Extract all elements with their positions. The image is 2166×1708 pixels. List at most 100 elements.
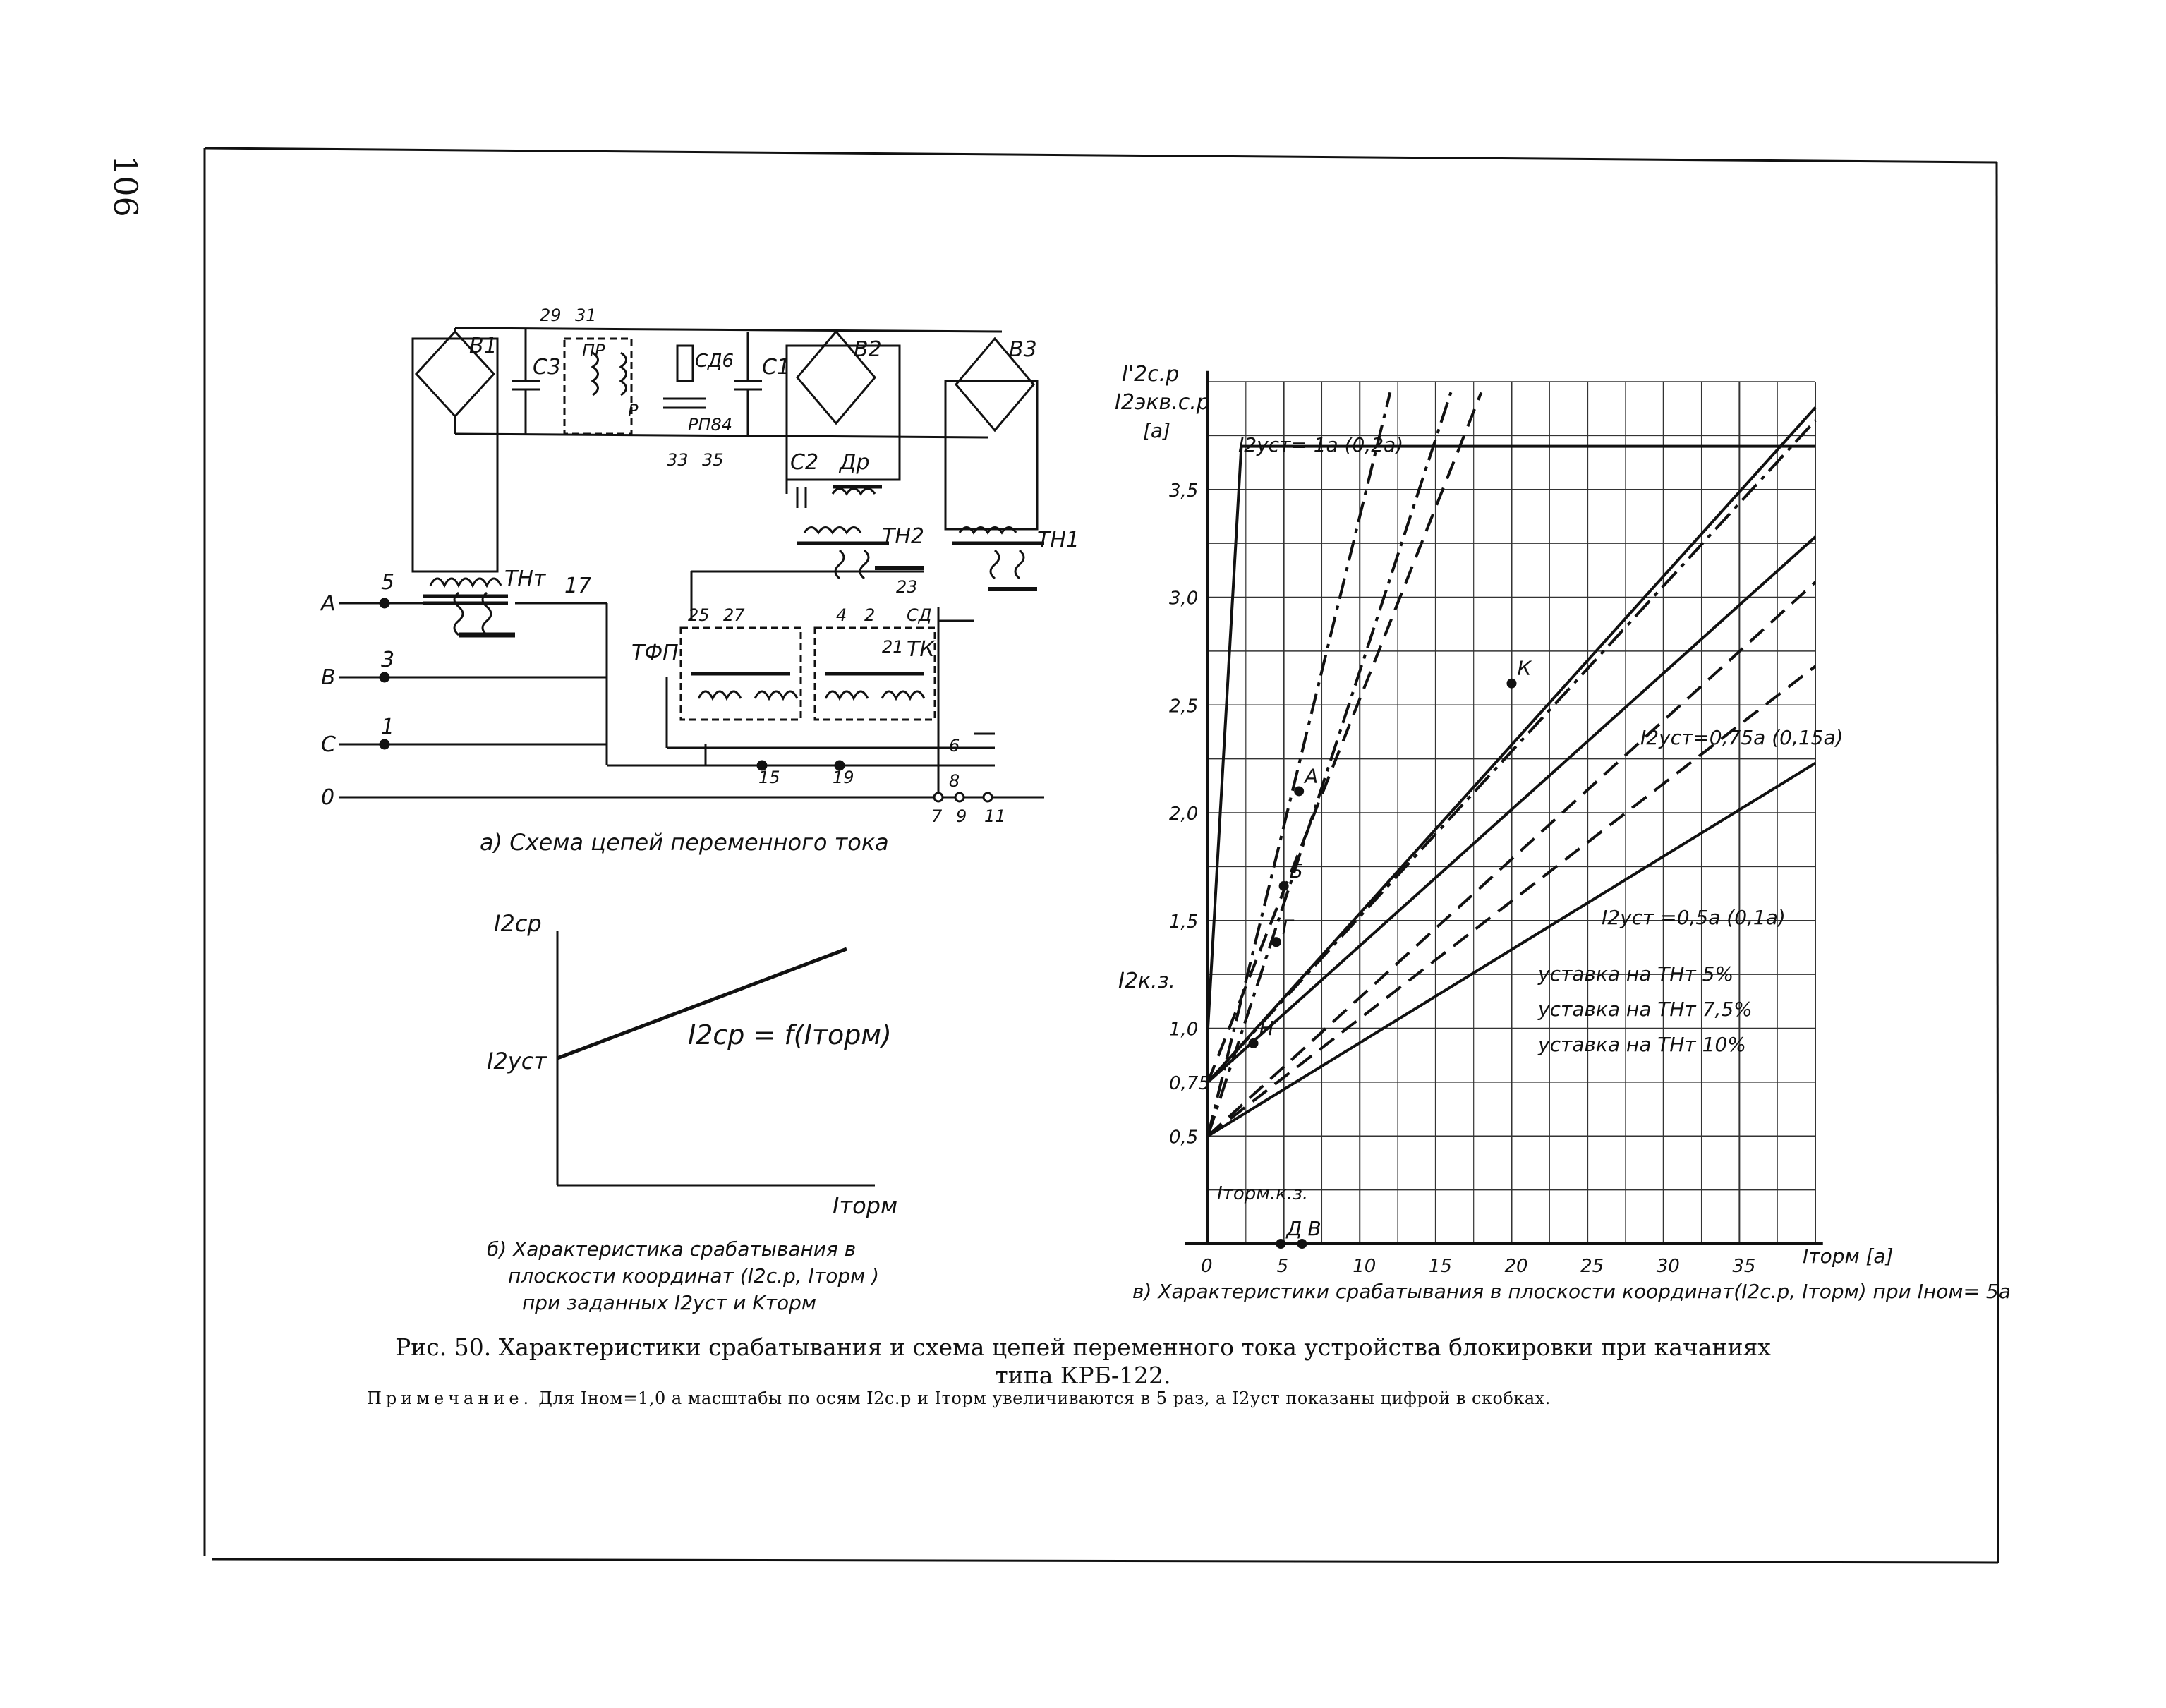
- annot-set-05: I2уст =0,5а (0,1а): [1602, 906, 1786, 929]
- data-point: [1248, 1038, 1259, 1048]
- chart-y-label-1: I'2с.р: [1122, 362, 1179, 387]
- label-n25: 25: [688, 605, 710, 625]
- x-tick-label: 35: [1732, 1256, 1755, 1277]
- label-n2: 2: [864, 605, 875, 625]
- label-b2: В2: [854, 337, 882, 362]
- x-tick-label: 10: [1353, 1256, 1376, 1277]
- y-tick-label: 3,5: [1169, 480, 1198, 502]
- label-rp: РП84: [688, 415, 732, 435]
- label-n6: 6: [949, 736, 960, 756]
- data-point-label: Г: [1282, 915, 1295, 938]
- note-text: Для Iном=1,0 а масштабы по осям I2с.р и …: [538, 1388, 1551, 1408]
- label-c3: С3: [533, 355, 561, 380]
- label-n35: 35: [702, 450, 724, 470]
- series-line: [1206, 761, 1817, 1138]
- label-n27: 27: [723, 605, 745, 625]
- label-n33: 33: [667, 450, 689, 470]
- panel-b-x-label: Iторм: [833, 1192, 897, 1219]
- panel-b-formula: I2ср = f(Iторм): [688, 1019, 892, 1050]
- schematic-a: [339, 327, 1044, 803]
- label-c1: С1: [762, 355, 790, 380]
- data-point: [1278, 880, 1289, 891]
- panel-b-labels: I2ср I2уст Iторм I2ср = f(Iторм) б) Хара…: [487, 910, 897, 1314]
- label-n9: 9: [956, 806, 967, 826]
- label-phase-b: В: [321, 665, 336, 690]
- figure-caption-line-1: Рис. 50. Характеристики срабатывания и с…: [395, 1333, 1771, 1361]
- series-line: [1206, 444, 1815, 1029]
- series-line: [1206, 406, 1817, 1084]
- data-point-label: К: [1518, 657, 1532, 680]
- chart-labels: I'2с.р I2экв.с.р [а] Iторм [а] в) Характ…: [1115, 362, 2011, 1303]
- x-tick-label: 25: [1580, 1256, 1604, 1277]
- series-line: [1206, 535, 1817, 1084]
- label-sd6: СД6: [695, 351, 734, 372]
- data-point-label: Д: [1285, 1217, 1302, 1240]
- y-tick-label: 1,0: [1169, 1019, 1198, 1041]
- x-tick-label: 30: [1657, 1256, 1680, 1277]
- label-n19: 19: [833, 768, 854, 787]
- chart-caption: в) Характеристики срабатывания в плоскос…: [1132, 1280, 2011, 1303]
- label-n15: 15: [758, 768, 780, 787]
- label-n8: 8: [949, 771, 960, 791]
- panel-a-caption: а) Схема цепей переменного тока: [480, 829, 889, 856]
- label-tn2: ТН2: [882, 524, 924, 549]
- schematic-a-labels: А В С 0 5 3 1 17 ТНт 29 31 33 35 В1 В2 В…: [320, 305, 1079, 826]
- data-point: [1271, 937, 1281, 947]
- series-line: [1206, 581, 1817, 1137]
- series-line: [1206, 392, 1453, 1137]
- label-sd: СД: [907, 605, 932, 625]
- figure-caption: Рис. 50. Характеристики срабатывания и с…: [395, 1333, 1771, 1390]
- chart-y-unit: [а]: [1143, 419, 1170, 442]
- label-phase-c: С: [321, 732, 336, 757]
- label-n29: 29: [540, 305, 562, 325]
- x-tick-label: 5: [1277, 1256, 1289, 1277]
- label-tfp: ТФП: [631, 641, 679, 665]
- chart-x-label: Iторм [а]: [1803, 1244, 1894, 1268]
- series-line: [1206, 392, 1483, 1083]
- data-point: [1297, 1239, 1307, 1249]
- chart-y-label-2: I2экв.с.р: [1115, 390, 1210, 415]
- annot-itorm-kz: Iторм.к.з.: [1217, 1183, 1308, 1204]
- figure-caption-line-2: типа КРБ-122.: [995, 1362, 1171, 1389]
- label-c2: С2: [790, 450, 818, 475]
- y-tick-label: 0,5: [1169, 1127, 1198, 1148]
- data-point-label: Б: [1290, 859, 1303, 883]
- y-tick-label: 2,5: [1169, 696, 1198, 717]
- panel-b-caption-1: б) Характеристика срабатывания в: [487, 1237, 856, 1261]
- y-tick-label: 2,0: [1169, 804, 1198, 825]
- label-tnt: ТНт: [504, 567, 547, 591]
- label-n1: 1: [381, 715, 394, 739]
- y-tick-label: 0,75: [1169, 1073, 1210, 1094]
- note-label: Примечание.: [367, 1388, 533, 1408]
- chart-series: [1206, 392, 1817, 1138]
- series-line: [1206, 665, 1817, 1137]
- label-n3: 3: [381, 648, 394, 672]
- panel-b-y-label: I2ср: [494, 910, 542, 937]
- y-tick-label: 1,5: [1169, 911, 1198, 933]
- annot-tn75: уставка на ТНт 7,5%: [1537, 998, 1753, 1021]
- data-point-label: В: [1307, 1217, 1321, 1240]
- data-point-label: А: [1303, 764, 1318, 787]
- annot-set-1a: I2уст= 1а (0,2а): [1238, 433, 1403, 456]
- panel-b-caption-3: при заданных I2уст и Kторм: [522, 1291, 816, 1314]
- label-b1: В1: [469, 334, 497, 358]
- figure-note: Примечание. Для Iном=1,0 а масштабы по о…: [367, 1388, 1820, 1408]
- series-line: [1206, 419, 1817, 1084]
- label-tk: ТК: [907, 637, 936, 662]
- x-tick-label: 20: [1505, 1256, 1528, 1277]
- label-neutral: 0: [321, 785, 334, 810]
- panel-b: [556, 931, 875, 1187]
- page-frame: [203, 147, 1999, 1564]
- label-n11: 11: [984, 806, 1006, 826]
- data-point-label: Н: [1259, 1017, 1274, 1040]
- label-n4: 4: [836, 605, 847, 625]
- label-tn1: ТН1: [1037, 528, 1079, 552]
- label-n7: 7: [931, 806, 943, 826]
- label-n5: 5: [381, 570, 394, 595]
- label-p: Р: [628, 401, 639, 420]
- data-point: [1276, 1239, 1286, 1249]
